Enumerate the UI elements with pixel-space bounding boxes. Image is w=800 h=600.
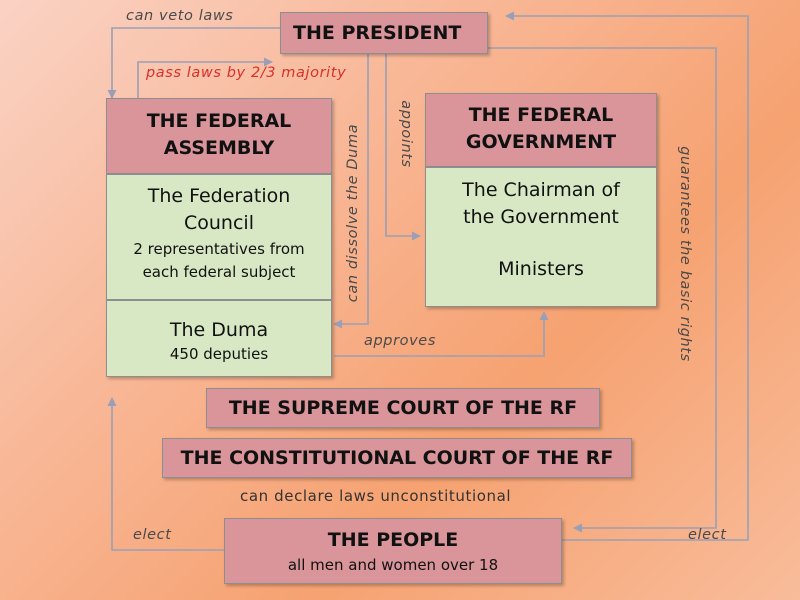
elect-assembly-arrow	[107, 397, 224, 551]
supreme-court-title: THE SUPREME COURT OF THE RF	[228, 397, 578, 419]
approves-label: approves	[364, 333, 436, 349]
duma-title: The Duma	[169, 319, 269, 341]
people-box: THE PEOPLE all men and women over 18	[224, 518, 562, 584]
constitutional-court-title: THE CONSTITUTIONAL COURT OF THE RF	[180, 447, 614, 469]
veto-arrow	[107, 27, 280, 99]
council-sub-line1: 2 representatives from	[133, 240, 305, 258]
government-title-line1: THE FEDERAL	[468, 104, 614, 126]
council-sub-line2: each federal subject	[142, 263, 296, 281]
president-title: THE PRESIDENT	[293, 22, 462, 44]
dissolve-label: can dissolve the Duma	[345, 123, 361, 303]
people-title: THE PEOPLE	[327, 529, 459, 551]
pass-laws-label: pass laws by 2/3 majority	[146, 65, 347, 81]
guarantees-arrow	[488, 47, 717, 533]
government-title-line2: GOVERNMENT	[465, 131, 617, 153]
government-chairman-line2: the Government	[463, 206, 619, 228]
federal-government-box: THE FEDERAL GOVERNMENT	[425, 93, 657, 167]
elect-president-arrow	[505, 11, 749, 541]
appoints-label: appoints	[398, 100, 414, 168]
assembly-title-line2: ASSEMBLY	[163, 137, 275, 159]
guarantees-label: guarantees the basic rights	[677, 146, 693, 362]
approves-arrow	[334, 311, 549, 357]
assembly-title-line1: THE FEDERAL	[146, 110, 292, 132]
veto-label: can veto laws	[126, 8, 234, 24]
dissolve-arrow	[333, 54, 369, 329]
elect-left-label: elect	[133, 527, 172, 543]
supreme-court-box: THE SUPREME COURT OF THE RF	[206, 388, 600, 428]
government-members-box: The Chairman of the Government Ministers	[425, 167, 657, 307]
council-title-line1: The Federation	[147, 185, 291, 207]
federation-council-box: The Federation Council 2 representatives…	[106, 174, 332, 300]
duma-sub: 450 deputies	[169, 345, 269, 363]
appoints-arrow	[385, 54, 421, 241]
council-title-line2: Council	[184, 212, 254, 234]
people-sub: all men and women over 18	[287, 556, 499, 574]
elect-right-label: elect	[688, 527, 727, 543]
government-ministers: Ministers	[498, 258, 584, 280]
government-chairman-line1: The Chairman of	[462, 179, 620, 201]
duma-box: The Duma 450 deputies	[106, 300, 332, 377]
federal-assembly-box: THE FEDERAL ASSEMBLY	[106, 98, 332, 174]
declare-label: can declare laws unconstitutional	[240, 487, 512, 505]
pass-laws-arrow	[137, 57, 273, 98]
constitutional-court-box: THE CONSTITUTIONAL COURT OF THE RF	[162, 438, 632, 478]
president-box: THE PRESIDENT	[280, 12, 488, 54]
